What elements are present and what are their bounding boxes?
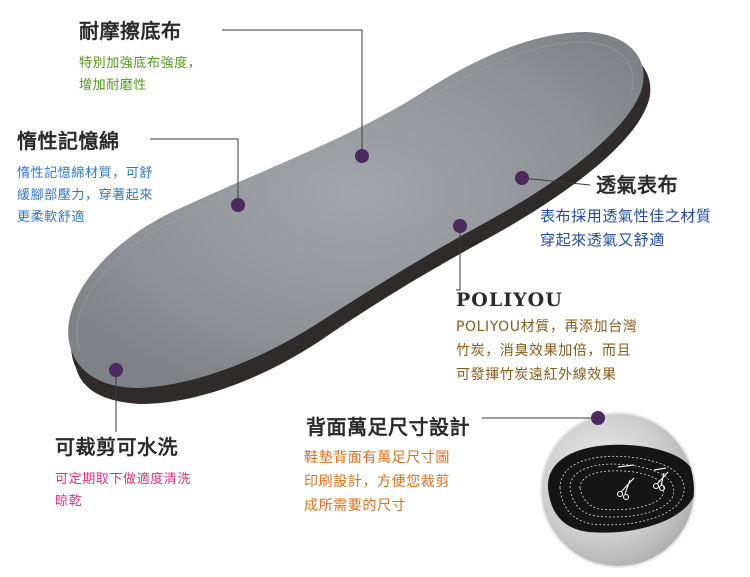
desc-line: 成所需要的尺寸 <box>304 498 407 514</box>
callout-title: POLIYOU <box>456 289 563 311</box>
callout-markers <box>109 149 605 425</box>
callout-title: 惰性記憶綿 <box>17 129 120 153</box>
callout-title: 透氣表布 <box>596 173 678 197</box>
callout-description: 表布採用透氣性佳之材質 穿起來透氣又舒適 <box>540 204 712 252</box>
callout-description: 惰性記憶綿材質，可舒 緩腳部壓力，穿著起來 更柔軟舒適 <box>17 163 153 229</box>
callout-washable: 可裁剪可水洗 可定期取下做適度清洗 晾乾 <box>55 431 191 513</box>
callout-description: 可定期取下做適度清洗 晾乾 <box>55 469 191 513</box>
desc-line: 緩腳部壓力，穿著起來 <box>17 188 154 203</box>
scissors-icon <box>616 471 669 501</box>
desc-line: 表布採用透氣性佳之材質 <box>540 207 712 225</box>
desc-line: 穿起來透氣又舒適 <box>540 231 665 249</box>
callout-description: 特別加強底布強度， 增加耐磨性 <box>79 53 201 97</box>
size-print-inset <box>540 412 696 568</box>
callout-durable: 耐摩擦底布 特別加強底布強度， 增加耐磨性 <box>79 15 201 97</box>
callout-description: POLIYOU材質，再添加台灣 竹炭，消臭效果加倍，而且 可發揮竹炭遠紅外線效果 <box>456 315 637 387</box>
desc-line: 晾乾 <box>55 494 83 509</box>
callout-memory-foam: 惰性記憶綿 惰性記憶綿材質，可舒 緩腳部壓力，穿著起來 更柔軟舒適 <box>17 125 153 229</box>
desc-line: 鞋墊背面有萬足尺寸圖 <box>304 450 450 466</box>
leader-lines <box>115 29 598 432</box>
callout-title: 可裁剪可水洗 <box>55 435 178 459</box>
insole-top-fabric <box>68 32 644 388</box>
inset-insole <box>547 444 694 533</box>
desc-line: 竹炭，消臭效果加倍，而且 <box>456 343 632 359</box>
desc-line: 可定期取下做適度清洗 <box>55 472 192 487</box>
callout-breathable: 透氣表布 表布採用透氣性佳之材質 穿起來透氣又舒適 <box>540 169 712 252</box>
desc-line: 特別加強底布強度， <box>79 56 202 71</box>
desc-line: 印刷設計，方便您裁剪 <box>304 474 450 490</box>
callout-title: 耐摩擦底布 <box>79 19 182 43</box>
desc-line: POLIYOU材質，再添加台灣 <box>456 319 638 335</box>
desc-line: 增加耐磨性 <box>79 78 148 93</box>
desc-line: 更柔軟舒適 <box>17 210 86 225</box>
callout-poliyou: POLIYOU POLIYOU材質，再添加台灣 竹炭，消臭效果加倍，而且 可發揮… <box>456 289 637 387</box>
desc-line: 可發揮竹炭遠紅外線效果 <box>456 367 617 383</box>
insole-stitch-edge <box>76 41 634 351</box>
callout-description: 鞋墊背面有萬足尺寸圖 印刷設計，方便您裁剪 成所需要的尺寸 <box>304 446 470 518</box>
callout-title: 背面萬足尺寸設計 <box>306 415 470 439</box>
callout-size-print: 背面萬足尺寸設計 鞋墊背面有萬足尺寸圖 印刷設計，方便您裁剪 成所需要的尺寸 <box>304 411 470 518</box>
desc-line: 惰性記憶綿材質，可舒 <box>17 166 154 181</box>
